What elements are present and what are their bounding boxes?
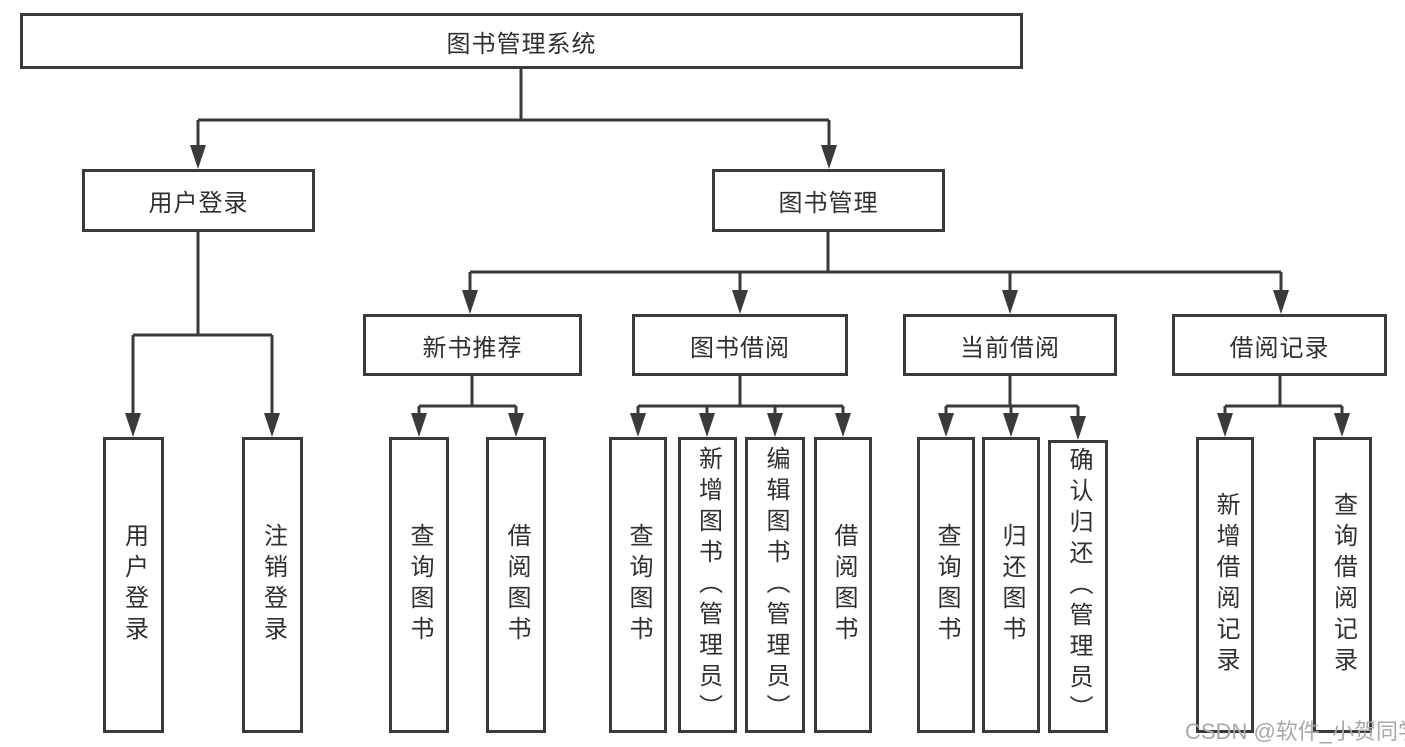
node-nb-borrow-books: 借阅图书: [486, 437, 546, 733]
node-br-query-record: 查询借阅记录: [1313, 437, 1372, 733]
arrowhead: [767, 413, 783, 437]
node-current-borrow-label: 当前借阅: [960, 334, 1060, 362]
node-nb-query-books: 查询图书: [389, 437, 449, 733]
arrowhead: [732, 290, 748, 314]
connector-root-to-level2: [190, 69, 837, 169]
arrowhead: [508, 413, 524, 437]
connector-current-borrow-children: [938, 376, 1086, 440]
node-cb-confirm-return-admin: 确认归还（管理员）: [1048, 440, 1108, 733]
node-cb-return-books: 归还图书: [982, 437, 1040, 733]
arrowhead: [1334, 413, 1350, 437]
node-bb-edit-books-admin: 编辑图书（管理员）: [745, 437, 805, 733]
node-book-mgmt-label: 图书管理: [778, 190, 879, 217]
node-br-query-record-label: 查询借阅记录: [1329, 492, 1357, 678]
node-br-add-record: 新增借阅记录: [1196, 437, 1254, 733]
arrowhead: [462, 290, 478, 314]
node-login-leaf-label: 用户登录: [120, 523, 148, 647]
node-root: 图书管理系统: [20, 13, 1023, 69]
arrowhead: [835, 413, 851, 437]
arrowhead: [1070, 416, 1086, 440]
node-login-leaf: 用户登录: [103, 437, 164, 733]
node-borrow-records: 借阅记录: [1172, 314, 1387, 376]
node-cb-query-books-label: 查询图书: [933, 523, 960, 647]
node-book-borrow: 图书借阅: [632, 314, 848, 376]
node-bb-query-books: 查询图书: [609, 437, 667, 733]
node-bb-borrow-books: 借阅图书: [814, 437, 872, 733]
arrowhead: [411, 413, 427, 437]
connector-book-borrow-children: [630, 376, 851, 437]
node-br-add-record-label: 新增借阅记录: [1212, 492, 1239, 678]
node-root-label: 图书管理系统: [446, 30, 597, 58]
arrowhead: [1273, 290, 1289, 314]
node-nb-borrow-books-label: 借阅图书: [503, 523, 530, 647]
node-current-borrow: 当前借阅: [903, 314, 1117, 376]
node-logout-leaf-label: 注销登录: [259, 523, 287, 647]
node-bb-borrow-books-label: 借阅图书: [830, 523, 857, 647]
node-cb-confirm-return-admin-label: 确认归还（管理员）: [1065, 447, 1092, 726]
arrowhead: [938, 413, 954, 437]
arrowhead: [264, 413, 280, 437]
arrowhead: [699, 413, 715, 437]
node-cb-return-books-label: 归还图书: [998, 523, 1025, 647]
node-new-book-recommend: 新书推荐: [363, 314, 582, 376]
node-borrow-records-label: 借阅记录: [1229, 334, 1330, 362]
arrowhead: [1002, 290, 1018, 314]
node-book-borrow-label: 图书借阅: [690, 334, 790, 362]
connector-new-book-children: [411, 376, 524, 437]
arrowhead: [821, 145, 837, 169]
node-user-login-label: 用户登录: [148, 190, 249, 217]
node-new-book-recommend-label: 新书推荐: [422, 334, 523, 362]
arrowhead: [190, 145, 206, 169]
node-bb-add-books-admin-label: 新增图书（管理员）: [694, 445, 722, 725]
node-logout-leaf: 注销登录: [242, 437, 303, 733]
connector-book-mgmt-to-level3: [462, 232, 1289, 314]
connector-user-login-children: [125, 232, 280, 437]
node-book-mgmt: 图书管理: [712, 169, 945, 232]
node-user-login: 用户登录: [82, 169, 315, 232]
node-bb-query-books-label: 查询图书: [625, 523, 652, 647]
arrowhead: [1003, 413, 1019, 437]
arrowhead: [125, 413, 141, 437]
node-bb-edit-books-admin-label: 编辑图书（管理员）: [762, 445, 789, 725]
connector-borrow-records-children: [1217, 376, 1350, 437]
arrowhead: [1217, 413, 1233, 437]
arrowhead: [630, 413, 646, 437]
node-nb-query-books-label: 查询图书: [406, 523, 433, 647]
csdn-watermark: CSDN @软件_小贺同学: [1185, 719, 1405, 744]
node-cb-query-books: 查询图书: [917, 437, 975, 733]
node-bb-add-books-admin: 新增图书（管理员）: [678, 437, 737, 733]
